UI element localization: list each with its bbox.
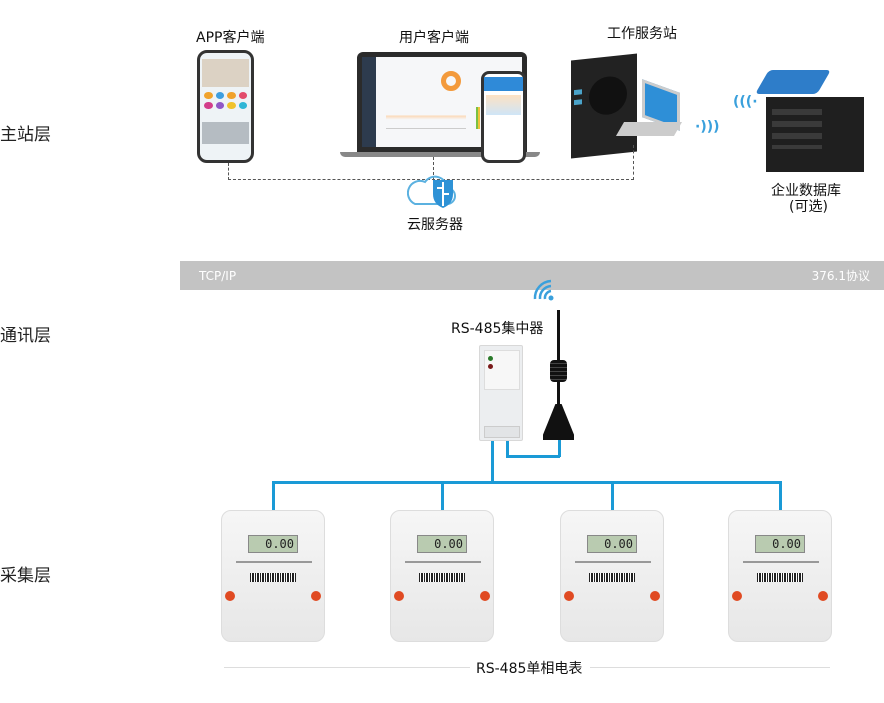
workstation-label: 工作服务站 [607, 26, 677, 42]
wireless-signal-icon [533, 279, 554, 301]
antenna-coil [550, 360, 567, 382]
concentrator-device-image [479, 345, 523, 441]
database-server-image [766, 97, 864, 172]
antenna-base [543, 404, 574, 440]
network-dashed-line [228, 179, 634, 180]
bus-line-horizontal [272, 481, 782, 484]
phone-app-image [197, 50, 254, 163]
protocol-right-label: 376.1协议 [811, 269, 870, 283]
cloud-server-label: 云服务器 [407, 217, 463, 233]
meter-reading: 0.00 [755, 535, 805, 553]
bus-line-trunk [491, 441, 494, 483]
cloud-server-icon [407, 175, 456, 208]
meter-1: 0.00 [221, 510, 325, 642]
meter-2: 0.00 [390, 510, 494, 642]
wifi-icon-database: (((· [733, 94, 758, 110]
meter-reading: 0.00 [248, 535, 298, 553]
wifi-icon-workstation: ·))) [695, 119, 720, 135]
layer-label-comm: 通讯层 [0, 326, 51, 346]
database-lid [755, 70, 831, 94]
layer-label-master: 主站层 [0, 125, 51, 145]
database-label: 企业数据库 [771, 183, 841, 199]
meter-3: 0.00 [560, 510, 664, 642]
protocol-left-label: TCP/IP [199, 268, 237, 283]
caption-divider-right [590, 667, 830, 668]
meter-caption: RS-485单相电表 [476, 661, 583, 677]
caption-divider-left [224, 667, 470, 668]
phone-user-image [481, 71, 526, 163]
concentrator-label: RS-485集中器 [451, 321, 544, 337]
meter-4: 0.00 [728, 510, 832, 642]
meter-reading: 0.00 [417, 535, 467, 553]
app-client-label: APP客户端 [196, 30, 265, 46]
workstation-server-image [571, 53, 637, 159]
database-optional-label: (可选) [789, 199, 828, 215]
meter-reading: 0.00 [587, 535, 637, 553]
user-client-label: 用户客户端 [399, 30, 469, 46]
layer-label-collect: 采集层 [0, 566, 51, 586]
protocol-band: TCP/IP 376.1协议 [180, 261, 884, 290]
